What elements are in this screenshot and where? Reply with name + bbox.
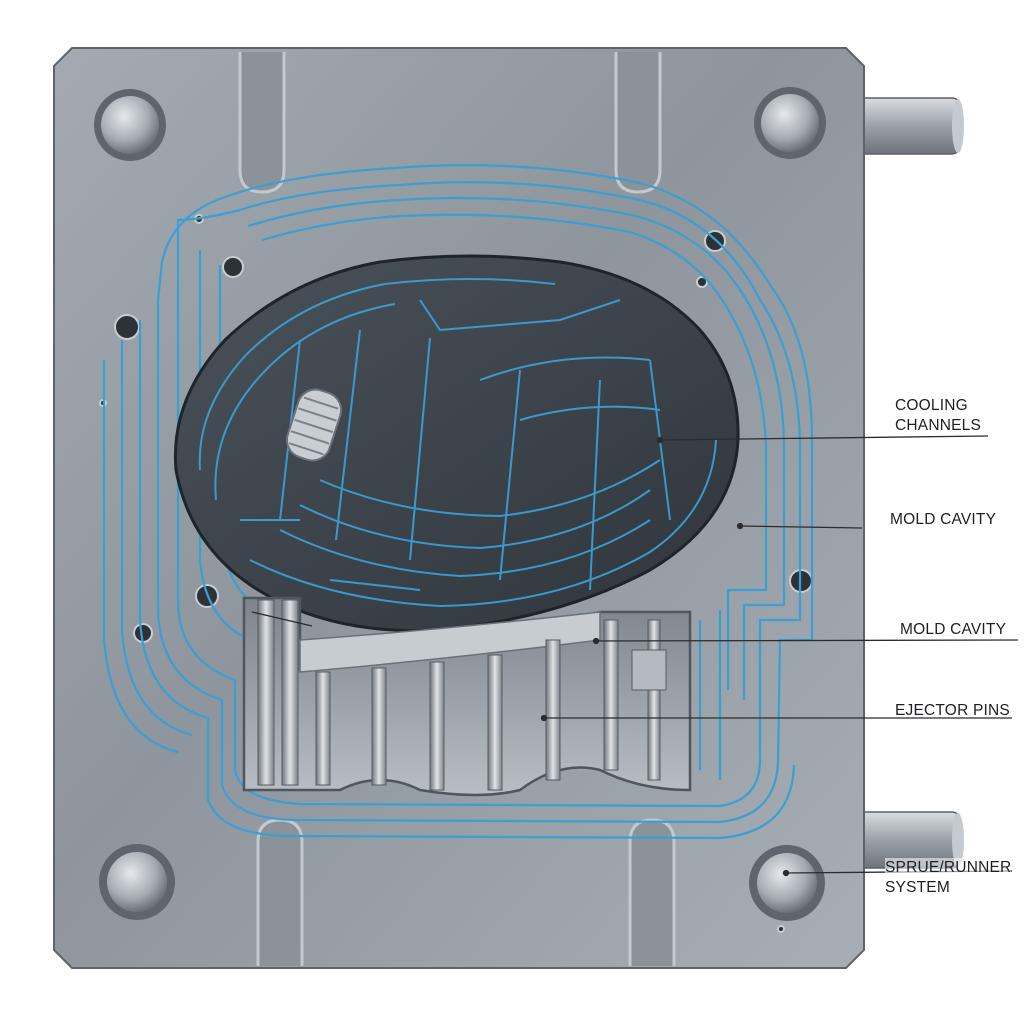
label-cooling-channels: COOLING CHANNELS bbox=[895, 396, 981, 436]
guide-pin-top-right bbox=[851, 97, 964, 155]
label-sprue-runner-line2: SYSTEM bbox=[885, 879, 950, 896]
label-sprue-runner-system: SPRUE/RUNNER SYSTEM bbox=[885, 858, 1012, 898]
ejector-chamber bbox=[242, 596, 692, 797]
bottom-slots bbox=[256, 818, 676, 966]
label-mold-cavity-2: MOLD CAVITY bbox=[900, 621, 1007, 638]
label-cooling-channels-line2: CHANNELS bbox=[895, 417, 982, 434]
scroll-wheel bbox=[285, 388, 343, 462]
label-mold-cavity-1: MOLD CAVITY bbox=[890, 511, 997, 528]
label-sprue-runner-line1: SPRUE/RUNNER bbox=[885, 859, 1012, 876]
guide-pin-bottom-right bbox=[851, 811, 964, 869]
corner-bushings bbox=[94, 87, 826, 921]
label-ejector-pins: EJECTOR PINS bbox=[895, 702, 1010, 719]
top-slots bbox=[238, 52, 662, 194]
ejector-pins bbox=[257, 599, 667, 791]
mold-cavity bbox=[173, 254, 740, 633]
cooling-channels bbox=[102, 164, 814, 840]
callout-leader-lines bbox=[251, 435, 1019, 877]
label-cooling-channels-line1: COOLING bbox=[895, 397, 968, 414]
